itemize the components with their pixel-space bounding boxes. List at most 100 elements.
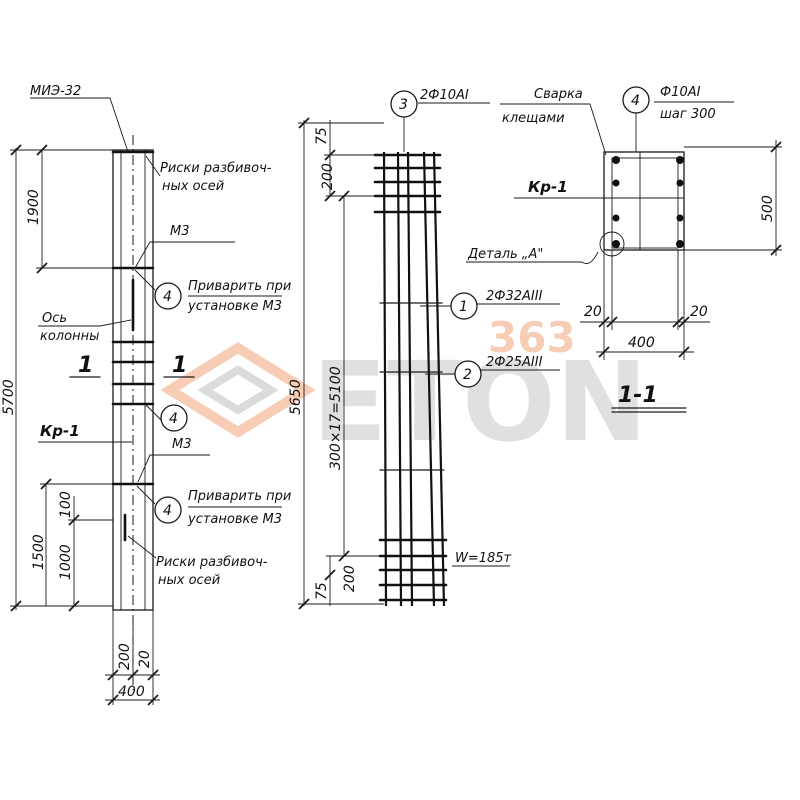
reinforcement-cage: 3 2Ф10АI 1 2Ф32АIII 2 2Ф25АIII W=185т 56…	[288, 88, 560, 610]
tick	[298, 598, 310, 610]
longitudinal-bar	[422, 151, 436, 607]
tick	[147, 694, 159, 706]
tick	[127, 669, 139, 681]
tick	[324, 190, 336, 202]
label-riski-bottom-2: ных осей	[158, 573, 220, 588]
section-bar-dot	[676, 179, 684, 187]
tick	[68, 600, 80, 612]
dim-1000: 1000	[58, 544, 74, 580]
section-1-1: Сварка клещами 4 Ф10АI шаг 300 Кр-1 Дета…	[466, 85, 782, 413]
tick	[147, 669, 159, 681]
dim-1500: 1500	[31, 534, 47, 570]
longitudinal-bar	[382, 151, 388, 607]
section-stirrup	[611, 157, 679, 249]
longitudinal-bar	[396, 151, 403, 607]
tick	[338, 550, 350, 562]
section-mark-left: 1	[78, 353, 93, 378]
callout-4-top-text: 4	[163, 289, 172, 305]
label-riski-top-2: ных осей	[162, 179, 224, 194]
tick	[598, 346, 610, 358]
leader-m3-mid	[137, 454, 210, 483]
watermark-logo-icon	[160, 342, 316, 438]
section-bar-dot	[676, 240, 684, 248]
section-bar-dot	[676, 214, 684, 222]
tick	[324, 149, 336, 161]
label-mi3-32: МИЭ-32	[30, 84, 81, 99]
longitudinal-bar	[406, 151, 414, 607]
section-bar-dot	[676, 156, 684, 164]
tick	[40, 478, 52, 490]
callout-2-text: 2	[463, 367, 472, 383]
dim-100: 100	[58, 491, 74, 518]
tick	[324, 569, 336, 581]
label-detail-a: Деталь „А"	[467, 247, 543, 262]
leader-m3-top	[134, 241, 235, 269]
label-riski-top-1: Риски разбивоч-	[160, 161, 272, 176]
dim-5100: 300×17=5100	[328, 366, 344, 470]
leader-callout-4-bottom	[136, 485, 156, 505]
section-mark-right: 1	[172, 353, 187, 378]
dim-5650: 5650	[288, 379, 304, 415]
label-privarit-bottom-1: Приварить при	[188, 489, 291, 504]
leader-callout-4-top	[134, 269, 156, 291]
label-svarka-2: клещами	[502, 111, 565, 126]
leader-riski-bottom	[127, 535, 157, 559]
label-os-2: колонны	[40, 329, 99, 344]
dim-75-top: 75	[314, 127, 330, 145]
watermark: 363 ETON	[160, 313, 648, 466]
leader-svarka	[589, 103, 607, 156]
longitudinal-bar	[432, 151, 446, 607]
label-bar1: 2Ф32АIII	[486, 289, 543, 304]
callout-3-text: 3	[399, 97, 408, 113]
callout-1-text: 1	[459, 299, 468, 315]
callout-4-section-text: 4	[631, 93, 640, 109]
tick	[10, 600, 22, 612]
leader-os	[38, 319, 132, 327]
tick	[298, 117, 310, 129]
label-m3-mid: М3	[172, 437, 192, 452]
dim-200-top: 200	[320, 163, 336, 190]
tick	[606, 316, 618, 328]
label-stirrup-1: Ф10АI	[660, 85, 701, 100]
dim-20-left: 20	[584, 304, 602, 320]
label-bar2: 2Ф25АIII	[486, 355, 543, 370]
dim-200-left: 200	[117, 643, 133, 670]
watermark-word: ETON	[312, 338, 648, 466]
dim-20-right: 20	[137, 650, 153, 668]
tick	[598, 316, 610, 328]
label-bar3: 2Ф10АI	[420, 88, 469, 103]
callout-4-mid-text: 4	[169, 411, 178, 427]
callout-4-top	[154, 282, 182, 310]
tick	[678, 346, 690, 358]
leader-callout-4-mid	[144, 403, 162, 421]
leader-detail-a	[466, 251, 599, 265]
label-weight: W=185т	[455, 551, 512, 566]
dim-200-bottom: 200	[342, 565, 358, 592]
label-riski-bottom-1: Риски разбивоч-	[156, 555, 268, 570]
callout-4-mid	[160, 404, 188, 432]
tick	[770, 244, 782, 256]
label-privarit-top-1: Приварить при	[188, 279, 291, 294]
section-outline	[603, 151, 685, 251]
section-bar-dot	[612, 214, 620, 222]
dim-500: 500	[760, 195, 776, 222]
label-stirrup-2: шаг 300	[660, 107, 716, 122]
label-kr1-section: Кр-1	[528, 178, 568, 196]
dim-400-left: 400	[118, 684, 145, 700]
leader-riski-top	[145, 155, 161, 177]
section-bar-dot	[612, 240, 620, 248]
tick	[107, 669, 119, 681]
tick	[36, 144, 48, 156]
tick	[678, 316, 690, 328]
tick	[107, 694, 119, 706]
dim-5700: 5700	[1, 379, 17, 415]
dim-75-bottom: 75	[314, 582, 330, 600]
section-title: 1-1	[618, 383, 658, 408]
label-m3-top: М3	[170, 224, 190, 239]
tick	[36, 262, 48, 274]
section-bar-dot	[612, 179, 620, 187]
dim-400-section: 400	[628, 335, 655, 351]
dim-1900: 1900	[26, 189, 42, 225]
label-privarit-bottom-2: установке М3	[187, 512, 282, 527]
